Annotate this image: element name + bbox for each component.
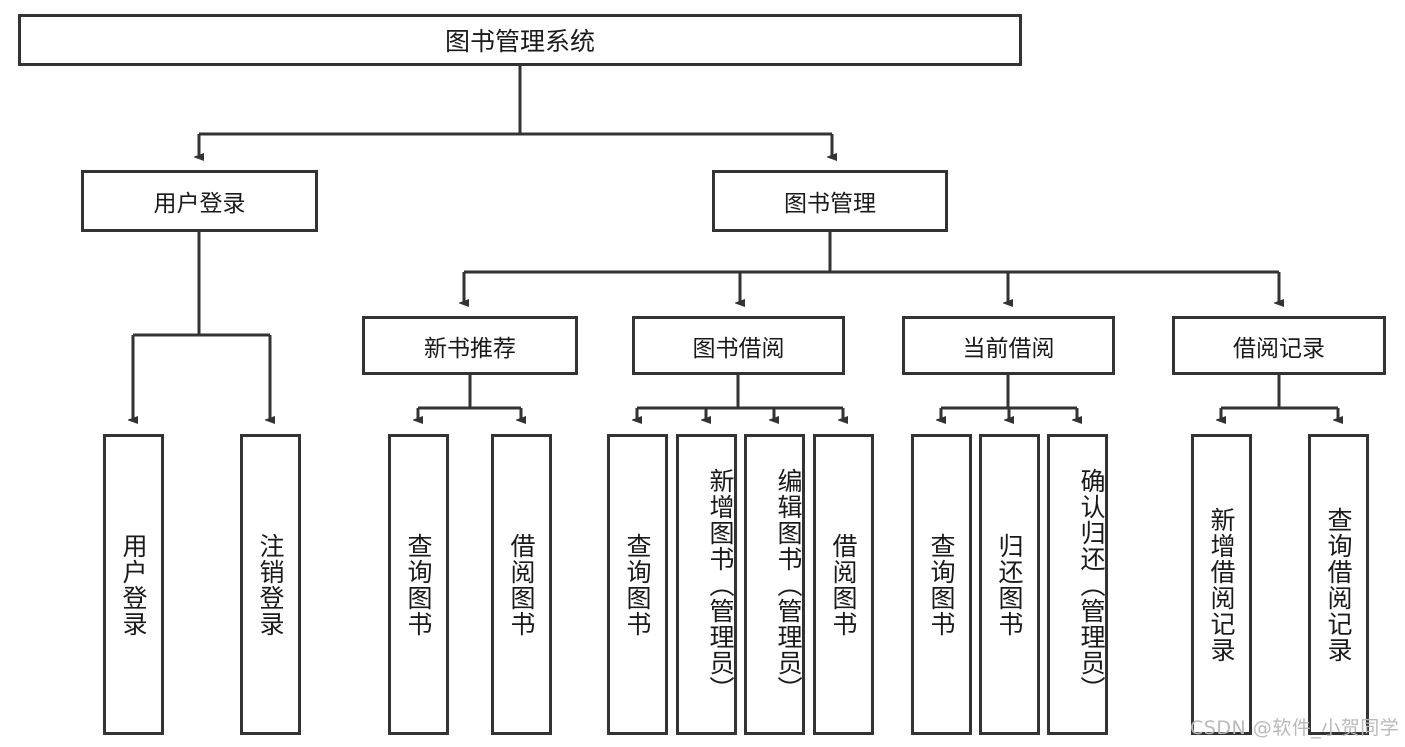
node-label: 借阅图书 [507, 532, 536, 637]
node-label: 查询图书 [927, 532, 956, 637]
leaf-user-login[interactable]: 用户登录 [103, 434, 164, 735]
node-label: 新增借阅记录 [1207, 506, 1236, 663]
node-label: 图书管理系统 [444, 27, 595, 56]
node-label: 借阅记录 [1233, 335, 1325, 362]
node-label: 当前借阅 [962, 335, 1055, 362]
node-borrow-record[interactable]: 借阅记录 [1172, 316, 1386, 375]
leaf-confirm-return-admin[interactable]: 确认归还（管理员） [1047, 434, 1108, 735]
node-label: 借阅图书 [829, 532, 858, 637]
leaf-query-book-borrow[interactable]: 查询图书 [607, 434, 668, 735]
node-label: 新书推荐 [424, 335, 516, 362]
watermark: CSDN @软件_小贺同学 [1190, 717, 1400, 739]
leaf-add-borrow-record[interactable]: 新增借阅记录 [1191, 434, 1252, 735]
leaf-query-book-current[interactable]: 查询图书 [911, 434, 972, 735]
node-label: 查询借阅记录 [1324, 506, 1353, 663]
node-label: 图书借阅 [692, 335, 785, 362]
node-label: 确认归还（管理员） [1077, 467, 1106, 702]
leaf-query-book-recommend[interactable]: 查询图书 [388, 434, 449, 735]
leaf-return-book[interactable]: 归还图书 [979, 434, 1040, 735]
node-new-book-recommend[interactable]: 新书推荐 [362, 316, 578, 375]
leaf-borrow-book[interactable]: 借阅图书 [813, 434, 874, 735]
node-root-system[interactable]: 图书管理系统 [18, 14, 1022, 66]
node-label: 归还图书 [995, 532, 1024, 637]
node-label: 图书管理 [784, 191, 876, 217]
node-label: 注销登录 [256, 532, 285, 637]
leaf-edit-book-admin[interactable]: 编辑图书（管理员） [744, 434, 805, 735]
node-book-management[interactable]: 图书管理 [712, 170, 948, 232]
leaf-borrow-book-recommend[interactable]: 借阅图书 [491, 434, 552, 735]
leaf-query-borrow-record[interactable]: 查询借阅记录 [1308, 434, 1369, 735]
node-user-login[interactable]: 用户登录 [81, 170, 318, 232]
leaf-logout[interactable]: 注销登录 [240, 434, 301, 735]
node-current-borrow[interactable]: 当前借阅 [902, 316, 1115, 375]
node-label: 查询图书 [623, 532, 652, 637]
node-label: 查询图书 [404, 532, 433, 637]
node-label: 新增图书（管理员） [706, 467, 735, 702]
node-label: 用户登录 [119, 532, 148, 637]
node-book-borrow[interactable]: 图书借阅 [632, 316, 845, 375]
node-label: 编辑图书（管理员） [774, 467, 803, 702]
leaf-add-book-admin[interactable]: 新增图书（管理员） [676, 434, 737, 735]
node-label: 用户登录 [153, 191, 246, 217]
